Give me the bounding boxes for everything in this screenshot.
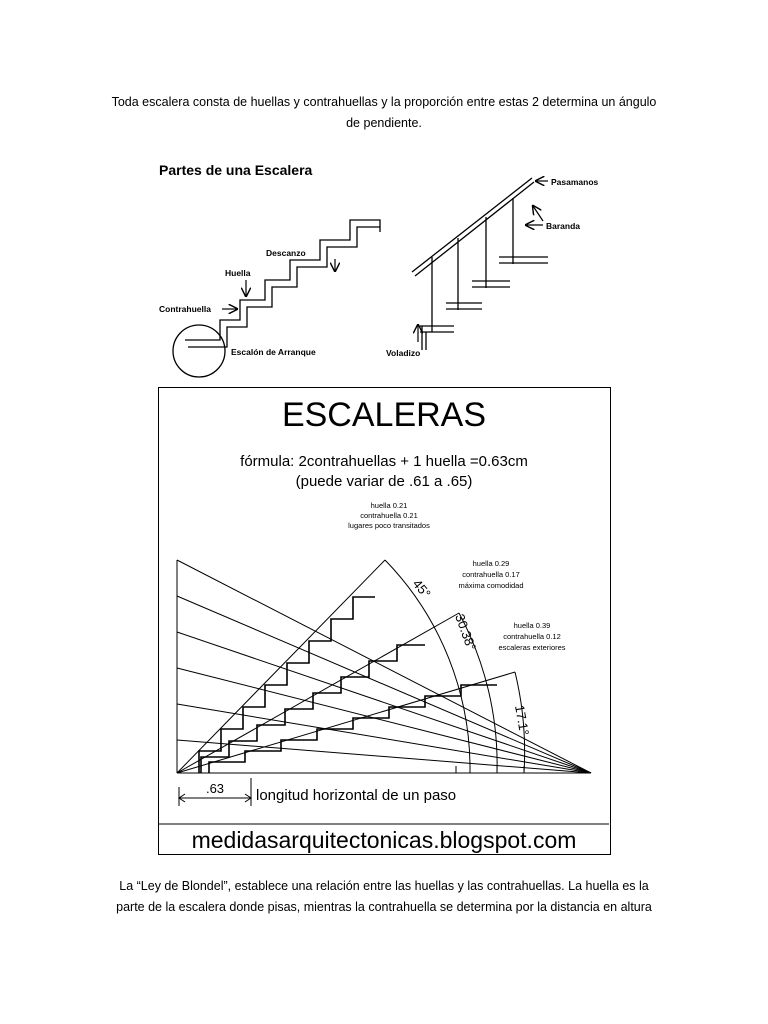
slope-geometry [176,559,592,774]
case-17-contrahuella: contrahuella 0.12 [503,632,561,641]
slope-45 [176,559,386,774]
blondel-line-2: parte de la escalera donde pisas, mientr… [116,900,652,914]
label-descanzo: Descanzo [266,248,306,258]
blondel-line-1: La “Ley de Blondel”, establece una relac… [119,879,649,893]
stair-parts-figure: Partes de una Escalera Descanzo Huella C… [159,162,599,378]
label-voladizo: Voladizo [386,348,420,358]
escaleras-diagram-svg: ESCALERAS fórmula: 2contrahuellas + 1 hu… [159,396,609,853]
website-footer: medidasarquitectonicas.blogspot.com [192,827,577,853]
angle-label-17: 17.1° [512,704,532,737]
intro-line-2: de pendiente. [346,116,422,130]
label-escalon-arranque: Escalón de Arranque [231,347,316,357]
stair-profile [185,219,381,348]
label-contrahuella: Contrahuella [159,304,211,314]
stair-railing-drawing [411,177,548,350]
arc-45 [384,559,471,774]
guide-line-1 [176,559,592,774]
guide-line-6 [176,739,592,774]
arrow-baranda-up [533,206,544,222]
guide-line-5 [176,703,592,774]
step-length-value: .63 [206,781,224,796]
case-30-use: máxima comodidad [458,581,523,590]
steps-17 [208,684,497,773]
case-17-use: escaleras exteriores [498,643,565,652]
escaleras-diagram: ESCALERAS fórmula: 2contrahuellas + 1 hu… [158,387,611,855]
parts-title: Partes de una Escalera [159,162,313,178]
step-length-caption: longitud horizontal de un paso [256,787,456,804]
case-45-use: lugares poco transitados [348,521,430,530]
blondel-paragraph: La “Ley de Blondel”, establece una relac… [90,876,678,918]
case-30-contrahuella: contrahuella 0.17 [462,570,520,579]
diagram-formula-note: (puede variar de .61 a .65) [296,473,473,490]
angle-label-30: 30.38° [452,612,479,653]
intro-paragraph: Toda escalera consta de huellas y contra… [90,92,678,134]
case-45-huella: huella 0.21 [371,501,408,510]
diagram-formula: fórmula: 2contrahuellas + 1 huella =0.63… [240,453,528,470]
intro-line-1: Toda escalera consta de huellas y contra… [111,95,657,109]
case-30-huella: huella 0.29 [473,559,510,568]
diagram-title: ESCALERAS [282,396,486,434]
guide-line-2 [176,595,592,774]
label-huella: Huella [225,268,251,278]
guide-line-4 [176,667,592,774]
angle-label-45: 45° [410,576,434,601]
arc-17 [514,671,526,774]
guide-line-3 [176,631,592,774]
case-45-contrahuella: contrahuella 0.21 [360,511,418,520]
slope-17 [176,671,516,774]
arranque-highlight-circle [172,324,226,378]
step-length-dimension [178,778,252,806]
label-baranda: Baranda [546,221,580,231]
case-17-huella: huella 0.39 [514,621,551,630]
steps-45 [198,596,375,773]
arc-30 [458,612,498,774]
label-pasamanos: Pasamanos [551,177,599,187]
steps-30 [200,644,425,773]
